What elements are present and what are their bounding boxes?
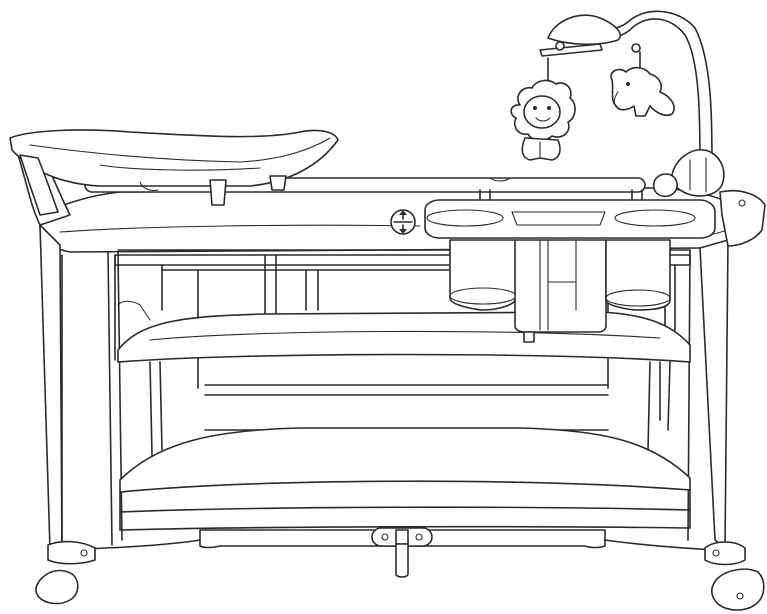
changing-table (9, 129, 339, 216)
mobile-arm (539, 10, 713, 166)
base-rail (54, 527, 716, 578)
right-wheel (704, 541, 765, 611)
mobile-base (652, 149, 725, 198)
organizer-caddy (424, 189, 716, 343)
bottom-floor (119, 427, 691, 531)
lion-toy (510, 79, 576, 161)
height-adjust-arrows-icon (390, 209, 416, 235)
left-wheel (35, 540, 96, 605)
elephant-toy (610, 66, 675, 117)
